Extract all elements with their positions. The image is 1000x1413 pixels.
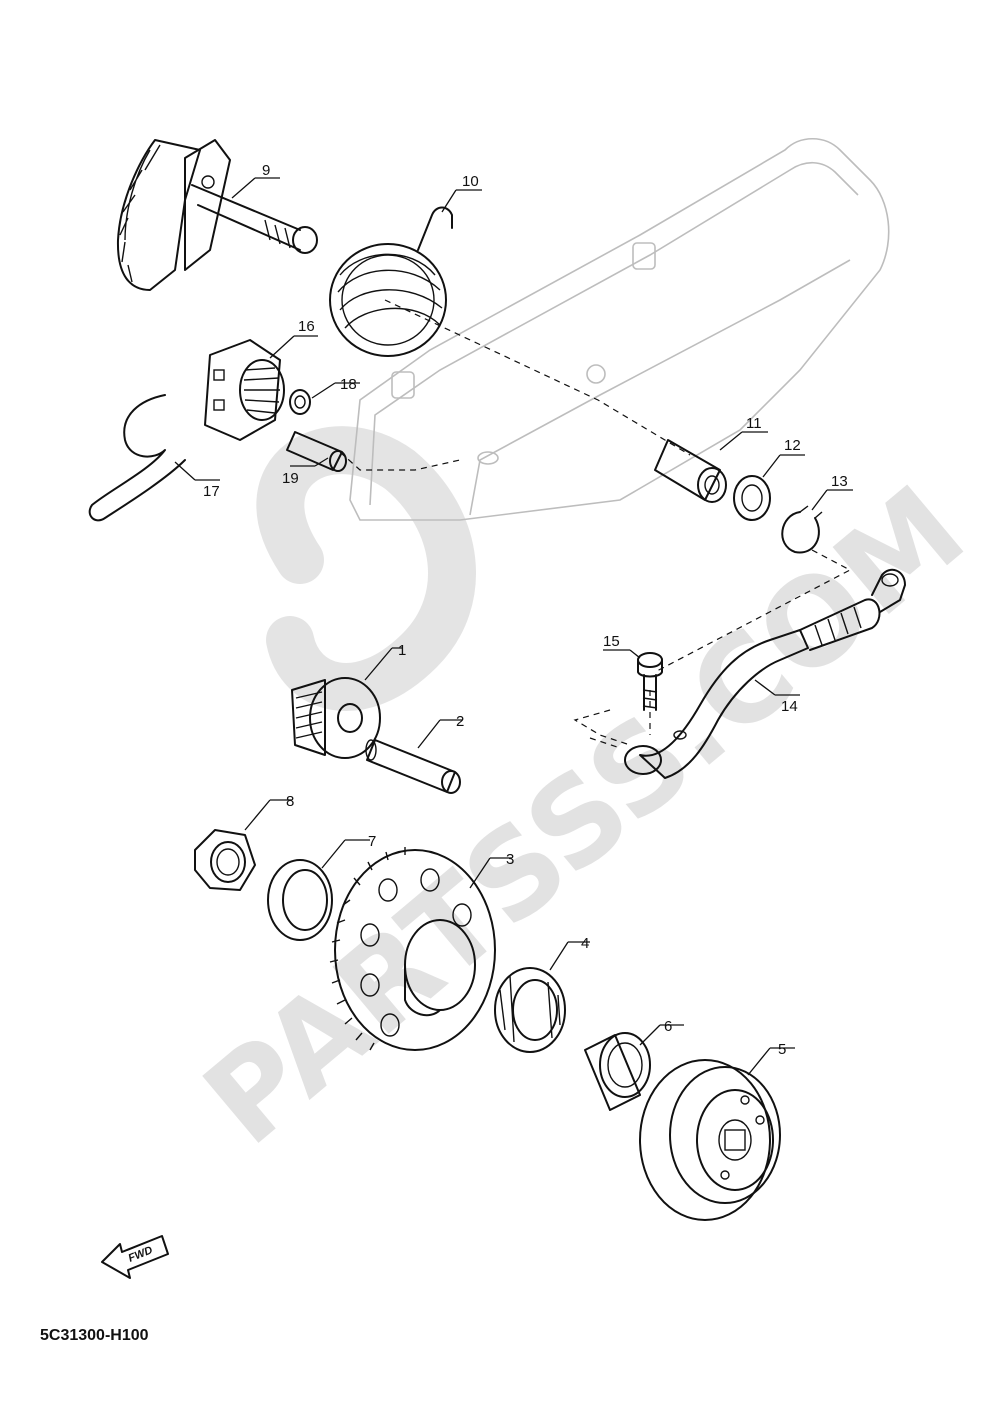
callout-3: 3 (506, 851, 514, 868)
callout-11: 11 (746, 415, 762, 432)
callout-7: 7 (368, 833, 376, 850)
part-13-circlip (781, 505, 823, 554)
callout-labels: 1 2 3 4 5 6 7 8 9 10 11 12 13 14 15 16 1… (203, 162, 848, 1058)
part-14-kick-lever (624, 568, 906, 779)
callout-9: 9 (262, 162, 270, 179)
part-19-collar (286, 431, 347, 472)
callout-18: 18 (340, 376, 357, 393)
part-2-pin (365, 739, 461, 794)
part-6-collar (584, 1032, 651, 1111)
watermark: PARTSSS.COM (179, 426, 990, 1172)
callout-8: 8 (286, 793, 294, 810)
callout-12: 12 (784, 437, 801, 454)
leader-lines (174, 177, 853, 1076)
crankcase-cover (349, 138, 890, 521)
callout-10: 10 (462, 173, 479, 190)
callout-17: 17 (203, 483, 220, 500)
callout-5: 5 (778, 1041, 786, 1058)
callout-2: 2 (456, 713, 464, 730)
diagram-part-code: 5C31300-H100 (40, 1327, 149, 1344)
part-3-gear (329, 847, 496, 1051)
part-4-bearing (494, 967, 566, 1053)
part-10-torsion-spring (329, 206, 453, 357)
callout-4: 4 (581, 935, 589, 952)
fwd-arrow-icon: FWD (101, 1235, 169, 1279)
callout-15: 15 (603, 633, 620, 650)
part-15-bolt (637, 652, 663, 711)
part-17-clip (88, 394, 186, 522)
part-1-pinion (291, 677, 381, 759)
callout-19: 19 (282, 470, 299, 487)
part-11-collar (654, 439, 727, 503)
callout-14: 14 (781, 698, 798, 715)
part-9-kick-axle (116, 139, 318, 291)
callout-1: 1 (398, 642, 406, 659)
assembly-lines (339, 299, 852, 749)
callout-13: 13 (831, 473, 848, 490)
part-18-washer (289, 389, 311, 415)
callout-16: 16 (298, 318, 315, 335)
part-7-washer (267, 859, 333, 941)
part-12-washer (733, 475, 771, 521)
part-8-nut (194, 829, 256, 891)
part-5-drum (639, 1059, 781, 1221)
part-16-ratchet (204, 339, 285, 441)
callout-6: 6 (664, 1018, 672, 1035)
